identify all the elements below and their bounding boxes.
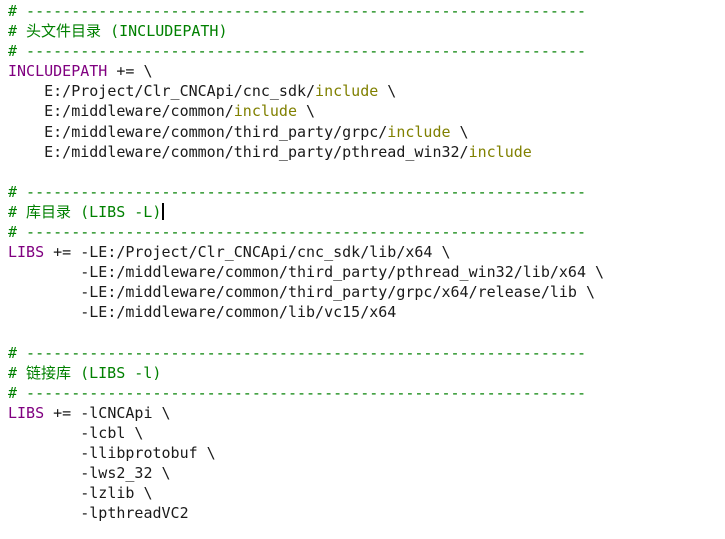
code-token-plain: \ (450, 122, 469, 141)
code-token-path: E:/Project/Clr_CNCApi/cnc_sdk/ (8, 82, 316, 101)
code-token-plain: -lws2_32 \ (8, 464, 171, 483)
code-line[interactable]: E:/Project/Clr_CNCApi/cnc_sdk/include \ (8, 81, 720, 101)
code-token-comment: # 库目录 (LIBS -L) (8, 202, 162, 221)
code-line[interactable]: E:/middleware/common/include \ (8, 101, 720, 121)
code-token-comment: # 链接库 (LIBS -l) (8, 363, 162, 382)
code-token-keyword: LIBS (8, 243, 45, 262)
code-line[interactable]: E:/middleware/common/third_party/pthread… (8, 142, 720, 162)
code-line[interactable]: # 库目录 (LIBS -L) (8, 202, 720, 222)
code-token-keyword: INCLUDEPATH (8, 62, 108, 81)
code-token-plain: += \ (107, 62, 153, 81)
code-line[interactable]: -LE:/middleware/common/lib/vc15/x64 (8, 302, 720, 322)
code-line[interactable]: # 链接库 (LIBS -l) (8, 363, 720, 383)
code-line[interactable]: # --------------------------------------… (8, 343, 720, 363)
code-token-plain: \ (378, 82, 397, 101)
code-token-keyword: LIBS (8, 403, 45, 422)
code-token-plain: \ (297, 102, 316, 121)
code-line[interactable]: # --------------------------------------… (8, 1, 720, 21)
code-token-path: E:/middleware/common/third_party/grpc/ (8, 122, 388, 141)
code-token-comment: # --------------------------------------… (8, 343, 586, 362)
code-token-plain: -LE:/middleware/common/third_party/grpc/… (8, 283, 595, 302)
code-token-inc: include (233, 102, 297, 121)
code-token-inc: include (468, 142, 532, 161)
code-line[interactable]: LIBS += -lCNCApi \ (8, 403, 720, 423)
code-token-path: E:/middleware/common/third_party/pthread… (8, 142, 469, 161)
code-line[interactable]: -lcbl \ (8, 423, 720, 443)
code-token-plain: -LE:/middleware/common/lib/vc15/x64 (8, 303, 397, 322)
code-line[interactable]: # --------------------------------------… (8, 222, 720, 242)
code-line[interactable] (8, 323, 720, 343)
code-line[interactable]: -LE:/middleware/common/third_party/pthre… (8, 262, 720, 282)
code-line[interactable]: -LE:/middleware/common/third_party/grpc/… (8, 282, 720, 302)
code-line[interactable]: -lzlib \ (8, 483, 720, 503)
code-editor[interactable]: # --------------------------------------… (8, 1, 720, 523)
code-token-comment: # --------------------------------------… (8, 383, 586, 402)
code-line[interactable] (8, 162, 720, 182)
code-token-comment: # --------------------------------------… (8, 182, 586, 201)
code-line[interactable]: INCLUDEPATH += \ (8, 61, 720, 81)
code-token-comment: # --------------------------------------… (8, 2, 586, 20)
code-token-plain: -llibprotobuf \ (8, 444, 216, 463)
code-line[interactable]: # --------------------------------------… (8, 182, 720, 202)
code-line[interactable]: # 头文件目录 (INCLUDEPATH) (8, 21, 720, 41)
code-line[interactable]: # --------------------------------------… (8, 383, 720, 403)
code-line[interactable]: -lpthreadVC2 (8, 503, 720, 523)
code-token-inc: include (315, 82, 379, 101)
code-token-plain: -lzlib \ (8, 484, 153, 503)
code-token-comment: # 头文件目录 (INCLUDEPATH) (8, 22, 228, 41)
code-token-comment: # --------------------------------------… (8, 223, 586, 242)
text-cursor (162, 202, 165, 220)
code-token-path: E:/middleware/common/ (8, 102, 234, 121)
code-token-comment: # --------------------------------------… (8, 42, 586, 61)
code-line[interactable]: LIBS += -LE:/Project/Clr_CNCApi/cnc_sdk/… (8, 242, 720, 262)
code-line[interactable]: E:/middleware/common/third_party/grpc/in… (8, 122, 720, 142)
code-line[interactable]: # --------------------------------------… (8, 41, 720, 61)
code-token-plain: -lpthreadVC2 (8, 504, 189, 523)
code-token-plain: += -LE:/Project/Clr_CNCApi/cnc_sdk/lib/x… (44, 243, 451, 262)
code-line[interactable]: -llibprotobuf \ (8, 443, 720, 463)
code-line[interactable]: -lws2_32 \ (8, 463, 720, 483)
code-token-inc: include (387, 122, 451, 141)
code-token-plain: -lcbl \ (8, 423, 144, 442)
code-token-plain: -LE:/middleware/common/third_party/pthre… (8, 263, 605, 282)
code-token-plain: += -lCNCApi \ (44, 403, 171, 422)
